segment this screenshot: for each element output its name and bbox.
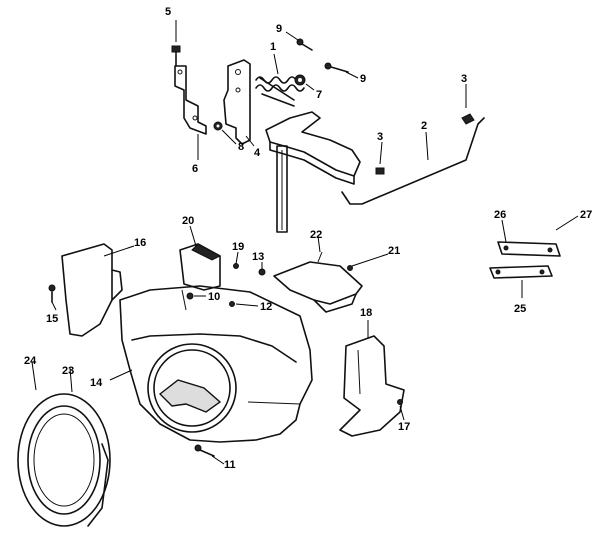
callout-9-upper: 9	[276, 23, 282, 35]
screw-3-right	[461, 113, 475, 125]
callout-labels: 5 1 2 3 3 4 6 7 8 9 9 10 11 12 13 14 15 …	[24, 6, 592, 471]
callout-16: 16	[134, 237, 146, 249]
screw-12	[229, 301, 235, 307]
leader-lines	[31, 20, 579, 465]
callout-15: 15	[46, 313, 58, 325]
bracket-20	[179, 243, 222, 291]
callout-24: 24	[24, 355, 37, 367]
callout-25: 25	[514, 303, 526, 315]
screw-17	[397, 399, 403, 405]
callout-20: 20	[182, 215, 194, 227]
callout-27: 27	[580, 209, 592, 221]
callout-11: 11	[224, 459, 236, 471]
screw-10	[186, 292, 194, 300]
governor-lever	[265, 111, 361, 233]
callout-10: 10	[208, 291, 220, 303]
callout-3-left: 3	[377, 131, 383, 143]
nut-8	[213, 121, 223, 131]
callout-2: 2	[421, 120, 427, 132]
callout-4: 4	[254, 147, 261, 159]
callout-19: 19	[232, 241, 244, 253]
screw-9-lower	[324, 62, 349, 73]
callout-7: 7	[316, 89, 322, 101]
callout-6: 5	[165, 6, 171, 18]
throttle-rod	[341, 117, 485, 205]
plate-25	[489, 265, 553, 279]
callout-23: 23	[62, 365, 74, 377]
baffle-16	[61, 243, 123, 337]
callout-3-right: 3	[461, 73, 467, 85]
screw-21	[347, 265, 353, 271]
screw-3-left	[375, 167, 385, 175]
screw-11	[194, 444, 215, 457]
screw-15	[48, 284, 56, 303]
screen-ring	[17, 393, 111, 527]
callout-12: 12	[260, 301, 272, 313]
governor-bracket	[223, 59, 251, 145]
side-shield-18	[339, 335, 405, 437]
callout-18: 18	[360, 307, 372, 319]
screw-6	[171, 45, 181, 67]
callout-26: 26	[494, 209, 506, 221]
throttle-bracket	[174, 65, 207, 135]
callout-17: 17	[398, 421, 410, 433]
callout-5: 6	[192, 163, 198, 175]
screw-19	[233, 263, 239, 269]
callout-1: 1	[270, 41, 276, 53]
plate-26	[497, 241, 561, 257]
deflector-22	[273, 251, 363, 313]
blower-housing	[119, 285, 313, 443]
callout-8: 8	[238, 141, 244, 153]
callout-22: 22	[310, 229, 322, 241]
callout-9-lower: 9	[360, 73, 366, 85]
callout-21: 21	[388, 245, 400, 257]
screw-9-upper	[296, 38, 313, 51]
callout-14: 14	[90, 377, 103, 389]
nut-7	[294, 74, 306, 86]
callout-13: 13	[252, 251, 264, 263]
